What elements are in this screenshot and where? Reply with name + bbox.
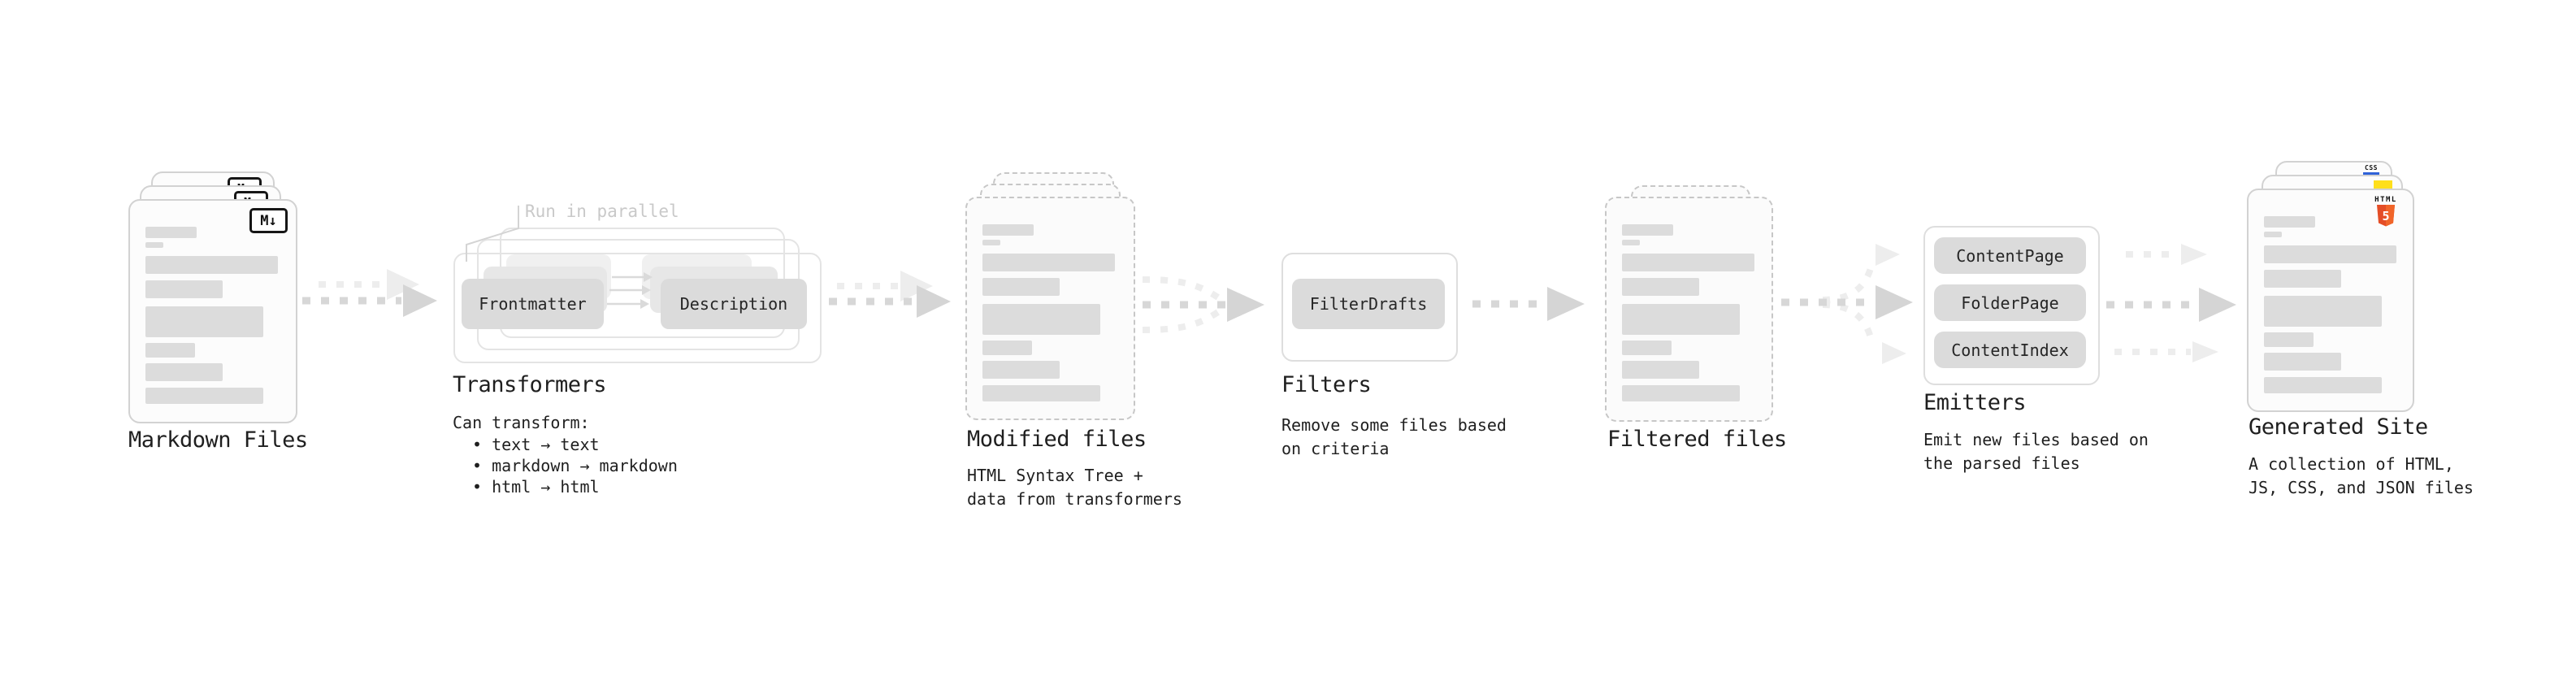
transformer-node-frontmatter: Frontmatter bbox=[462, 279, 604, 329]
emitter-node-contentindex: ContentIndex bbox=[1934, 332, 2086, 368]
doc-line bbox=[145, 363, 223, 381]
doc-line bbox=[1622, 278, 1699, 296]
stage-title-emitters: Emitters bbox=[1923, 390, 2027, 415]
generated-file-html: HTML 5 bbox=[2247, 189, 2414, 412]
emitters-description: Emit new files based on the parsed files bbox=[1923, 430, 2149, 473]
doc-line bbox=[145, 388, 263, 404]
run-in-parallel-note: Run in parallel bbox=[525, 202, 679, 221]
doc-line bbox=[2264, 245, 2396, 263]
doc-line bbox=[2264, 232, 2282, 237]
transformer-group-box-front bbox=[453, 253, 822, 363]
bullet-item: • html → html bbox=[472, 477, 600, 497]
doc-line bbox=[145, 280, 223, 298]
stage-title-filtered-files: Filtered files bbox=[1607, 427, 1787, 452]
doc-line bbox=[1622, 224, 1673, 236]
css-icon: CSS bbox=[2361, 165, 2381, 176]
stage-title-filters: Filters bbox=[1281, 372, 1372, 397]
stage-title-modified-files: Modified files bbox=[967, 427, 1147, 452]
flow-arrow-filtered-to-emitters-fanout bbox=[1781, 244, 1913, 364]
modified-file-front bbox=[965, 197, 1135, 420]
flow-arrow-modified-to-filters-merge bbox=[1142, 276, 1264, 333]
doc-line bbox=[2264, 296, 2382, 327]
doc-line bbox=[2264, 377, 2382, 393]
flow-arrow-emitters-to-generated bbox=[2106, 244, 2236, 362]
js-icon bbox=[2374, 180, 2392, 189]
html5-icon: HTML 5 bbox=[2366, 196, 2405, 227]
doc-line bbox=[1622, 254, 1754, 271]
doc-line bbox=[145, 306, 263, 337]
filters-description: Remove some files based on criteria bbox=[1281, 415, 1507, 458]
doc-line bbox=[1622, 340, 1672, 355]
bullet-item: • text → text bbox=[472, 435, 600, 454]
filter-node-filterdrafts: FilterDrafts bbox=[1292, 279, 1445, 329]
html5-number: 5 bbox=[2382, 209, 2389, 223]
transformer-node-description: Description bbox=[661, 279, 807, 329]
generated-site-description: A collection of HTML, JS, CSS, and JSON … bbox=[2249, 454, 2474, 497]
doc-line bbox=[982, 304, 1100, 335]
markdown-icon: M↓ bbox=[249, 208, 288, 233]
markdown-file-front: M↓ bbox=[128, 199, 297, 423]
doc-line bbox=[982, 254, 1115, 271]
transformers-bullet-list: • text → text • markdown → markdown • ht… bbox=[453, 434, 678, 497]
doc-line bbox=[1622, 361, 1699, 379]
emitter-node-contentpage: ContentPage bbox=[1934, 237, 2086, 274]
doc-line bbox=[145, 227, 197, 238]
emitter-node-folderpage: FolderPage bbox=[1934, 284, 2086, 321]
doc-line bbox=[145, 256, 278, 274]
doc-line bbox=[2264, 353, 2341, 371]
doc-line bbox=[2264, 332, 2314, 347]
flow-arrow-filters-to-filtered bbox=[1472, 287, 1585, 321]
doc-line bbox=[982, 385, 1100, 401]
flow-arrow-markdown-to-transformers bbox=[302, 269, 437, 317]
doc-line bbox=[982, 340, 1032, 355]
bullet-item: • markdown → markdown bbox=[472, 456, 678, 475]
doc-line bbox=[1622, 240, 1640, 245]
doc-line bbox=[2264, 216, 2315, 228]
stage-title-markdown-files: Markdown Files bbox=[128, 427, 308, 453]
stage-title-transformers: Transformers bbox=[453, 372, 607, 397]
filtered-file-front bbox=[1605, 197, 1773, 422]
doc-line bbox=[145, 242, 163, 248]
doc-line bbox=[1622, 304, 1740, 335]
doc-line bbox=[2264, 270, 2341, 288]
doc-line bbox=[982, 361, 1060, 379]
doc-line bbox=[982, 278, 1060, 296]
stage-title-generated-site: Generated Site bbox=[2249, 414, 2428, 440]
transformers-description: Can transform: bbox=[453, 413, 590, 432]
modified-files-description: HTML Syntax Tree + data from transformer… bbox=[967, 466, 1182, 509]
doc-line bbox=[145, 343, 195, 358]
doc-line bbox=[982, 224, 1034, 236]
flow-arrow-transformers-to-modified bbox=[829, 271, 951, 318]
doc-line bbox=[982, 240, 1000, 245]
doc-line bbox=[1622, 385, 1740, 401]
